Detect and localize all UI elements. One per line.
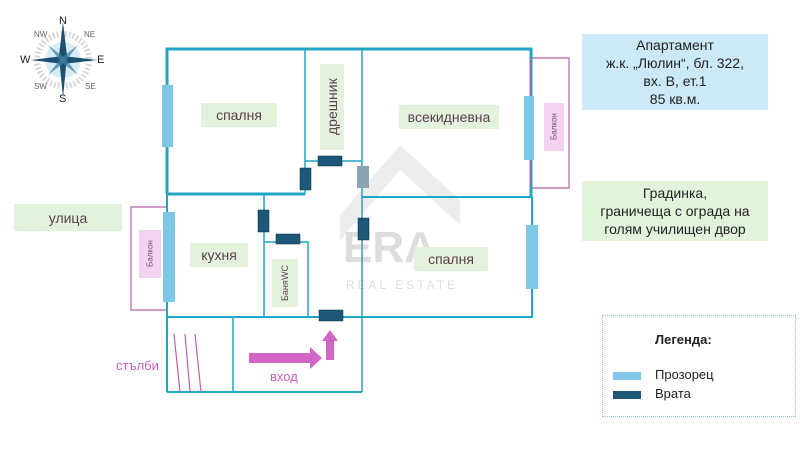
- room-label-bedroom-2: спалня: [414, 247, 488, 271]
- compass-se: SE: [85, 82, 96, 91]
- compass-nw: NW: [34, 30, 48, 39]
- legend: Легенда: Прозорец Врата: [602, 315, 796, 417]
- street-label: улица: [14, 204, 122, 231]
- info-line: 85 кв.м.: [649, 91, 701, 107]
- compass-ne: NE: [84, 30, 96, 39]
- room-label-bedroom: спалня: [201, 103, 277, 127]
- door: [275, 233, 301, 245]
- window: [526, 225, 538, 289]
- legend-title: Легенда:: [655, 332, 712, 347]
- era-watermark: [340, 145, 460, 240]
- compass-s: S: [59, 93, 67, 105]
- garden-line: голям училищен двор: [604, 221, 746, 237]
- entrance-arrows: [249, 330, 338, 369]
- compass-n: N: [59, 15, 67, 27]
- apartment-info-box: Апартамент ж.к. „Люлин“, бл. 322, вх. В,…: [582, 34, 768, 110]
- info-line: ж.к. „Люлин“, бл. 322,: [606, 55, 744, 71]
- window: [163, 212, 175, 302]
- balcony-label-right: Балкон: [544, 103, 564, 151]
- compass-e: E: [97, 54, 105, 66]
- garden-line: граничеща с ограда на: [600, 203, 750, 219]
- garden-line: Градинка,: [642, 185, 708, 201]
- stairs-lines: [173, 333, 202, 393]
- stairs-label: стълби: [116, 358, 159, 373]
- door-swatch: [613, 391, 641, 399]
- room-label-kitchen: кухня: [190, 243, 248, 267]
- door: [317, 155, 343, 167]
- window: [162, 85, 173, 147]
- info-line: Апартамент: [636, 37, 714, 53]
- window: [524, 96, 534, 160]
- garden-info-box: Градинка, граничеща с ограда на голям уч…: [582, 181, 768, 241]
- door: [357, 217, 370, 241]
- door: [299, 167, 312, 191]
- info-line: вх. В, ет.1: [643, 73, 707, 89]
- bath-label: Баня: [280, 280, 290, 301]
- window-swatch: [613, 372, 641, 380]
- room-label-closet: дрешник: [320, 64, 344, 150]
- wc-label: WC: [280, 265, 290, 281]
- compass-sw: SW: [34, 82, 47, 91]
- entrance-label: вход: [270, 369, 298, 384]
- balcony-label-left: Балкон: [139, 230, 161, 278]
- door: [318, 309, 344, 322]
- legend-window-label: Прозорец: [655, 367, 714, 382]
- legend-door-label: Врата: [655, 386, 691, 401]
- door: [357, 166, 369, 188]
- door: [257, 209, 270, 233]
- room-label-living-room: всекидневна: [399, 105, 499, 129]
- watermark-sub: REAL ESTATE: [346, 278, 458, 292]
- compass-w: W: [20, 54, 31, 66]
- balcony-outlines: [130, 57, 570, 311]
- compass-rose-icon: [31, 22, 97, 98]
